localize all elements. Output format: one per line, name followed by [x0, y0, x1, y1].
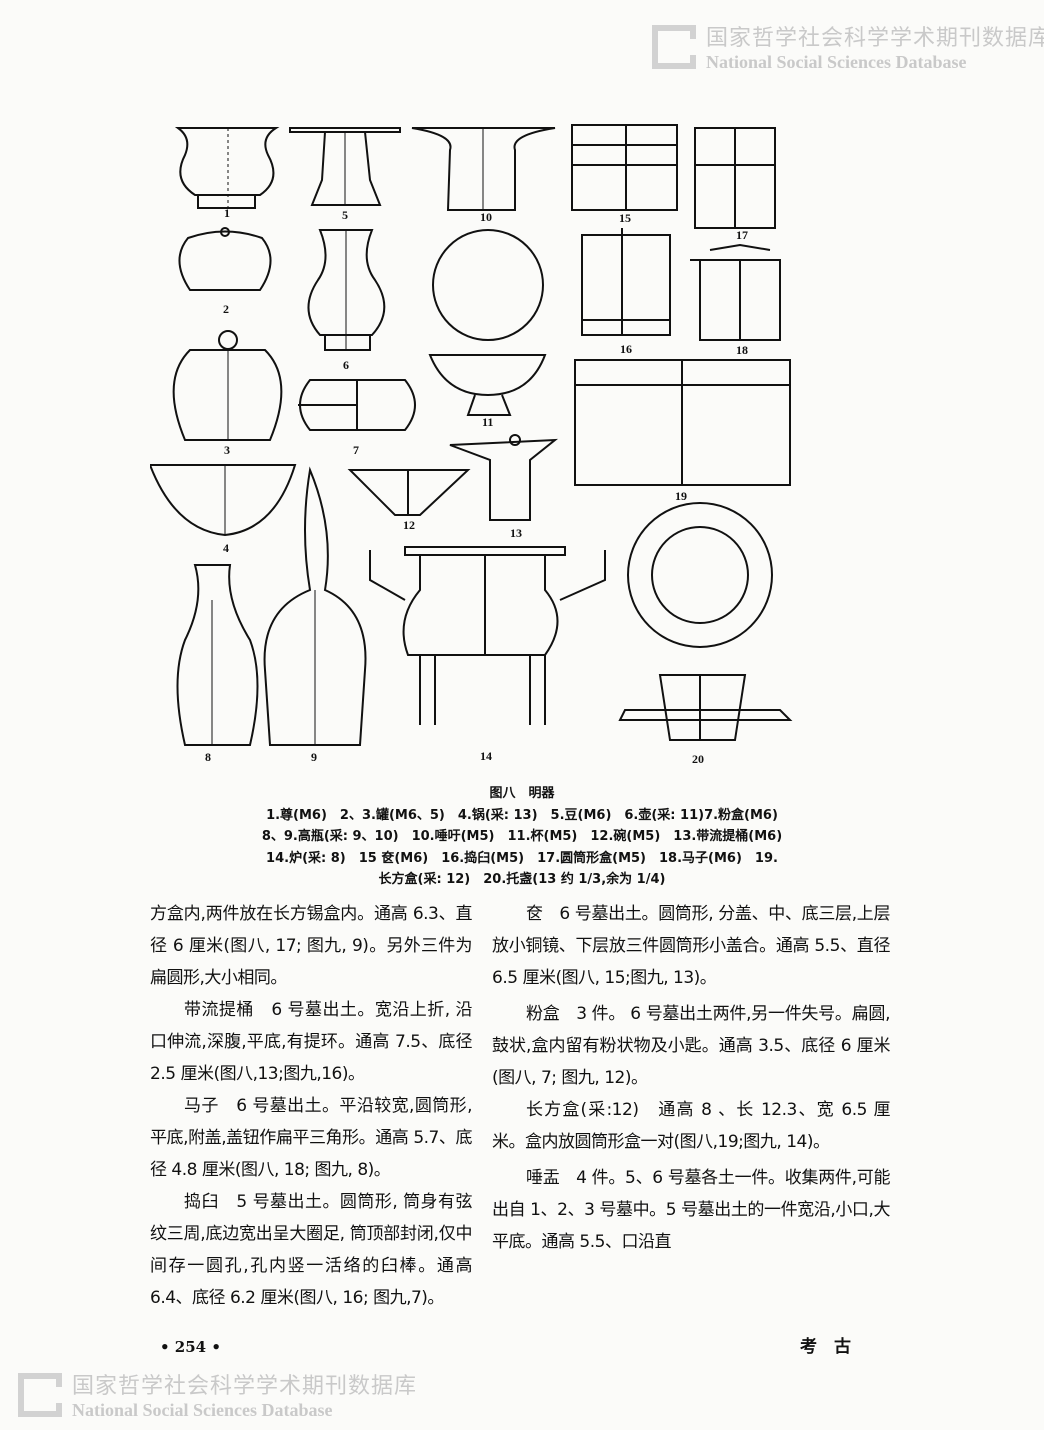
vessel-18 [690, 243, 781, 341]
fig-label-15: 15 [619, 211, 631, 225]
right-column: 奁 6 号墓出土。圆筒形, 分盖、中、底三层,上层放小铜镜、下层放三件圆筒形小盖… [492, 898, 891, 1258]
figure-8-mingqi: 1 2 3 4 5 6 7 8 9 10 11 12 13 14 15 16 1… [148, 110, 810, 780]
fig-label-3: 3 [224, 443, 230, 457]
left-column: 方盒内,两件放在长方锡盒内。通高 6.3、直径 6 厘米(图八, 17; 图九,… [150, 898, 473, 1314]
journal-name: 考 古 [800, 1337, 851, 1357]
fig-label-14: 14 [480, 749, 492, 763]
watermark-en: National Social Sciences Database [72, 1400, 333, 1420]
figure-title: 图八 明器 [489, 786, 555, 801]
database-logo-icon [652, 24, 696, 69]
fig-label-12: 12 [403, 518, 415, 532]
fig-label-19: 19 [675, 489, 687, 503]
vessel-drawings [148, 124, 793, 746]
paragraph: 长方盒(采:12) 通高 8 、长 12.3、宽 6.5 厘米。盒内放圆筒形盒一… [492, 1100, 891, 1152]
vessel-8 [176, 564, 259, 746]
fig-label-2: 2 [223, 302, 229, 316]
vessel-3 [172, 349, 283, 441]
page-number: • 254 • [160, 1338, 221, 1356]
vessel-6 [307, 229, 386, 351]
watermark-en: National Social Sciences Database [706, 52, 967, 72]
paragraph: 带流提桶 6 号墓出土。宽沿上折, 沿口伸流,深腹,平底,有提环。通高 7.5、… [150, 1000, 473, 1084]
vessel-4 [148, 464, 297, 537]
database-logo-icon [18, 1372, 62, 1417]
fig-label-4: 4 [223, 541, 229, 555]
figure-caption-line: 8、9.高瓶(采: 9、10) 10.唾吁(M5) 11.杯(M5) 12.碗(… [261, 829, 783, 844]
fig-label-17: 17 [736, 228, 748, 242]
paragraph: 马子 6 号墓出土。平沿较宽,圆筒形,平底,附盖,盖钮作扁平三角形。通高 5.7… [150, 1096, 473, 1180]
fig-label-11: 11 [482, 415, 494, 429]
watermark-cn: 国家哲学社会科学学术期刊数据库 [706, 26, 1044, 51]
fig-label-16: 16 [620, 342, 632, 356]
fig-label-6: 6 [343, 358, 349, 372]
fig-label-9: 9 [311, 750, 317, 764]
fig-label-1: 1 [224, 206, 230, 220]
vessel-20 [618, 674, 793, 741]
vessel-1 [174, 127, 280, 209]
fig-label-7: 7 [353, 443, 359, 457]
vessel-7 [299, 379, 416, 431]
figure-caption-line: 1.尊(M6) 2、3.罐(M6、5) 4.锅(采: 13) 5.豆(M6) 6… [266, 808, 778, 823]
vessel-5 [289, 127, 401, 206]
fig-label-13: 13 [510, 526, 522, 540]
paragraph: 粉盒 3 件。 6 号墓出土两件,另一件失号。扁圆,鼓状,盒内留有粉状物及小匙。… [492, 1004, 891, 1088]
vessel-20-saucer [627, 502, 773, 648]
paragraph: 奁 6 号墓出土。圆筒形, 分盖、中、底三层,上层放小铜镜、下层放三件圆筒形小盖… [492, 904, 891, 988]
watermark-top: 国家哲学社会科学学术期刊数据库 National Social Sciences… [652, 20, 1044, 73]
watermark-bottom: 国家哲学社会科学学术期刊数据库 National Social Sciences… [18, 1368, 417, 1421]
vessel-15 [571, 124, 678, 211]
paragraph: 捣臼 5 号墓出土。圆筒形, 筒身有弦纹三周,底边宽出呈大圈足, 筒顶部封闭,仅… [150, 1192, 473, 1308]
fig-label-20: 20 [692, 752, 704, 766]
vessel-14 [369, 546, 606, 725]
fig-label-8: 8 [205, 750, 211, 764]
fig-label-18: 18 [736, 343, 748, 357]
vessel-10 [411, 127, 556, 211]
vessel-12 [347, 469, 471, 516]
fig-label-5: 5 [342, 208, 348, 222]
vessel-11 [428, 354, 547, 416]
fig-label-10: 10 [480, 210, 492, 224]
figure-caption-line: 长方盒(采: 12) 20.托盏(13 约 1/3,余为 1/4) [378, 872, 666, 887]
figure-caption-line: 14.炉(采: 8) 15 奁(M6) 16.捣臼(M5) 17.圆筒形盒(M5… [266, 851, 778, 866]
vessel-13 [449, 438, 559, 521]
watermark-cn: 国家哲学社会科学学术期刊数据库 [72, 1374, 418, 1399]
paragraph: 方盒内,两件放在长方锡盒内。通高 6.3、直径 6 厘米(图八, 17; 图九,… [150, 904, 473, 988]
vessel-16 [581, 234, 671, 336]
paragraph: 唾盂 4 件。5、6 号墓各土一件。收集两件,可能出自 1、2、3 号墓中。5 … [492, 1168, 891, 1252]
vessel-plate [432, 229, 544, 341]
vessel-2 [178, 230, 272, 291]
